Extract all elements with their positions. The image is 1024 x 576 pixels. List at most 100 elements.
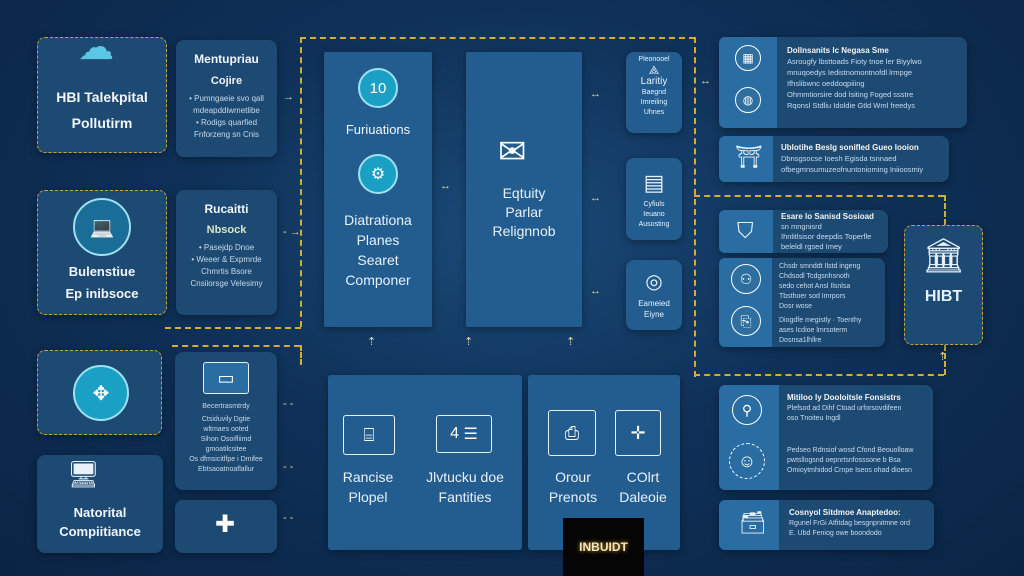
- connector: [694, 195, 944, 197]
- box-subtitle: Compiitiance: [59, 524, 141, 539]
- card-title: Esare lo Sanisd Sosioad: [781, 212, 874, 221]
- arrow-icon: ↔: [700, 75, 711, 87]
- bullet: Cnsiiorsge Velesimy: [190, 279, 263, 288]
- card-chsdr: ⚇ ⎘ Chsdr smnddt Ilstd ingeng Chdsodl Tc…: [719, 258, 885, 347]
- text-line: Pedseo Rdnsiof wosd Cfond Beouolloaw: [787, 447, 914, 454]
- box-subtitle: Ep inibsoce: [65, 286, 139, 301]
- text-line: Imreiling: [640, 99, 668, 106]
- text-line: Cyfiuls: [643, 201, 665, 208]
- card-ublotihe: ⛩ Ublotihe Beslg sonifled Gueo Iooion Db…: [719, 136, 949, 182]
- bullet: • Pumngaeie svo qall mdeapddiwmetlibe: [189, 94, 264, 115]
- label-line: COlrt: [626, 469, 660, 485]
- text-line: E. Ubd Feniog owe boondodo: [789, 530, 882, 537]
- hibt-label: HIBT: [924, 288, 963, 305]
- panel-line: Eqtuity: [502, 185, 546, 201]
- connector: [300, 345, 302, 365]
- bullet: • Pasejdp Dnoe: [198, 243, 255, 252]
- text-line: Uhnes: [643, 109, 665, 116]
- text-line: Dosr wose: [779, 303, 813, 310]
- network-icon: ⟁: [648, 63, 660, 77]
- connector: [694, 37, 696, 377]
- label-line: Orour: [555, 469, 591, 485]
- text-line: sn mngnisrd: [781, 222, 822, 231]
- panel-line: Componer: [345, 272, 411, 288]
- text-line: Os dfmsicitlfpe i Dmifee: [189, 456, 263, 463]
- server-icon: ▦: [735, 45, 761, 71]
- bullet: • Rodigs quarfied: [195, 118, 258, 127]
- connector: [165, 327, 301, 329]
- text-line: Tbsthoer sod Imrpors: [779, 293, 846, 300]
- mid-card-cyfiuls: ▤ Cyfiuls Ieuano Ausosting: [626, 158, 682, 240]
- label-line: Jlvtucku doe: [426, 469, 504, 485]
- compass-icon: ✥: [73, 365, 129, 421]
- text-line: Rgunel FrGi Atfitdag besgnpnitmne ord: [789, 520, 911, 527]
- user-icon: ⚲: [732, 395, 762, 425]
- text-line: oso Tnoiteu Ingdl: [787, 415, 841, 422]
- text-line: Dosnsa1lhllre: [779, 337, 822, 344]
- arrow-icon: - →: [283, 226, 301, 238]
- text-line: wltmaes ooted: [203, 426, 249, 433]
- text-line: Ohmmtiorsire dod lsiting Foged ssstre: [787, 90, 914, 99]
- number-icon: 10: [358, 68, 398, 108]
- connector: [944, 195, 946, 225]
- label-line: Plopel: [348, 489, 388, 505]
- text-line: Plefsod ad Dihf Ctoad urforsovdifeen: [787, 405, 902, 412]
- text-line: Ctsiduvily Dgtie: [201, 416, 251, 423]
- box-title: HBI Talekpital: [56, 89, 148, 105]
- text-line: ases Icdioe lmrsoterm: [779, 327, 848, 334]
- logo: INBUIDT: [563, 518, 644, 576]
- box-compass: ✥: [37, 350, 162, 435]
- monitor-icon: ▭: [203, 362, 249, 394]
- panel-eqtuity: ✉ Eqtuity Parlar Relignnob: [466, 52, 582, 327]
- card-esare: ⛉ Esare lo Sanisd Sosioad sn mngnisrd Ih…: [719, 210, 888, 253]
- label-line: Daleoie: [619, 489, 667, 505]
- box-rucaitti: Rucaitti Nbsock • Pasejdp Dnoe • Weeer &…: [176, 190, 277, 315]
- cloud-icon: ☁: [78, 26, 114, 67]
- panel-furiuations: 10 Furiuations ⚙ Diatrationa Planes Sear…: [324, 52, 432, 327]
- text-line: Ebtsaoatnoaflallur: [197, 466, 255, 473]
- card-title: Cosnyol Sitdmoe Anaptedoo:: [789, 508, 901, 517]
- inbox-icon: 🗃: [739, 510, 767, 535]
- mid-card-laritiy: Pleonooel ⟁ Laritiy Baegnd Imreiling Uhn…: [626, 52, 682, 133]
- text-line: Dbnsgsocse Ioesh Egisda tsnnaed: [781, 154, 897, 163]
- building-icon: 🏛: [921, 237, 966, 275]
- laptop-icon: 💻: [73, 198, 131, 256]
- card-title: Ublotihe Beslg sonifled Gueo Iooion: [781, 143, 919, 152]
- text-line: Eiyne: [643, 310, 664, 319]
- card-dollnsanits: ▦ ◍ Dollnsanits Ic Negasa Sme Asrougfy l…: [719, 37, 967, 128]
- connector: [172, 345, 300, 347]
- text-line: Omioytmhidod Crnpe Iseos ohad dioesn: [787, 467, 912, 474]
- device-icon: ▤: [643, 170, 665, 195]
- arrow-icon: ↔: [590, 88, 601, 100]
- arrow-icon: - -: [283, 512, 294, 524]
- badge-icon: ◎: [645, 271, 663, 293]
- workstation-icon: ⌸: [343, 415, 395, 455]
- box-subtitle: Pollutirm: [71, 115, 133, 131]
- hibt-card[interactable]: 🏛 HIBT: [904, 225, 983, 345]
- bullet: • Weeer & Expmrde: [191, 255, 262, 264]
- arrow-icon: ⇡: [367, 336, 377, 348]
- text-line: Laritiy: [640, 76, 668, 87]
- envelope-icon: ✉: [498, 133, 527, 171]
- text-line: mnuqoedys Iedistnomontnofdl lrmpge: [787, 68, 913, 77]
- bullet: Fnforzeng sn Cnis: [194, 130, 259, 139]
- box-natorital-compiitiance: 🖥 Natorital Compiitiance: [37, 455, 163, 553]
- arrow-icon: ⇡: [566, 336, 576, 348]
- gear-icon: ⚙: [358, 154, 398, 194]
- printer-icon: ⎙: [548, 410, 596, 456]
- computer-icon: 🖥: [67, 459, 101, 489]
- text-line: Becertrasmtrdy: [202, 403, 250, 410]
- box-title: Mentupriau: [194, 52, 259, 66]
- connector: [944, 345, 946, 375]
- arrow-icon: ↔: [440, 180, 451, 192]
- text-line: Ausosting: [638, 221, 670, 228]
- label-line: Rancise: [342, 469, 394, 485]
- text-line: gmoatilcsitee: [205, 446, 247, 453]
- globe-icon: ◍: [735, 87, 761, 113]
- box-monitor-text: ▭ Becertrasmtrdy Ctsiduvily Dgtie wltmae…: [175, 352, 277, 490]
- text-line: Pleonooel: [638, 56, 670, 63]
- box-subtitle: Cojire: [210, 75, 243, 87]
